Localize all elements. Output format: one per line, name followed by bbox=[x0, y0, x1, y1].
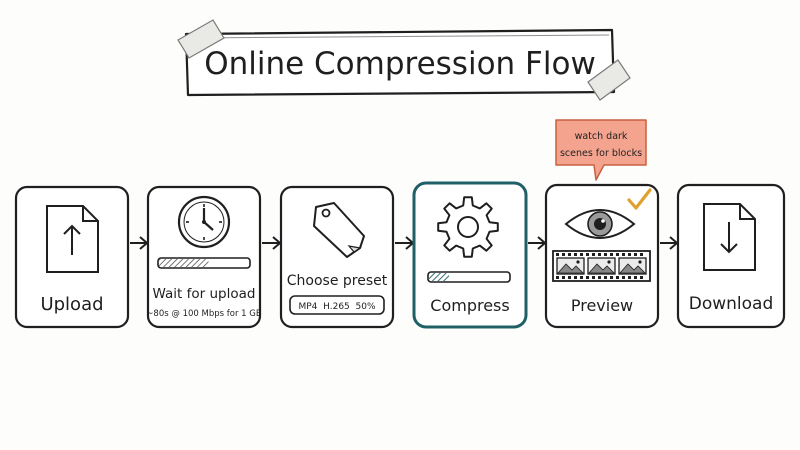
step-label: Preview bbox=[571, 296, 633, 315]
gear-icon bbox=[437, 196, 499, 258]
callout-note: watch dark scenes for blocks bbox=[555, 119, 647, 181]
step-download: Download bbox=[676, 183, 786, 329]
upload-progress-bar bbox=[157, 257, 251, 269]
title-banner: Online Compression Flow bbox=[177, 19, 631, 101]
step-label: Download bbox=[689, 294, 774, 314]
step-label: Compress bbox=[430, 296, 509, 315]
page-title: Online Compression Flow bbox=[204, 46, 596, 82]
arrow-1 bbox=[130, 236, 149, 250]
tag-icon bbox=[313, 202, 365, 258]
arrow-2 bbox=[262, 236, 282, 250]
film-strip-icon bbox=[552, 250, 651, 282]
clock-icon bbox=[177, 195, 231, 249]
tape-left bbox=[177, 19, 225, 59]
tape-right bbox=[587, 59, 631, 101]
arrow-5 bbox=[660, 236, 679, 250]
document-up-arrow-icon bbox=[46, 205, 99, 273]
step-choose-preset: Choose preset MP4 H.265 50% bbox=[279, 185, 395, 329]
callout-line-2: scenes for blocks bbox=[560, 148, 642, 159]
step-label: Wait for upload bbox=[153, 286, 256, 302]
preset-chip[interactable]: MP4 H.265 50% bbox=[289, 295, 385, 315]
arrow-3 bbox=[395, 236, 415, 250]
upload-estimate-note: ~80s @ 100 Mbps for 1 GB bbox=[146, 309, 262, 319]
step-upload: Upload bbox=[14, 185, 130, 329]
preset-value: MP4 H.265 50% bbox=[298, 302, 375, 312]
callout-line-1: watch dark bbox=[575, 131, 628, 142]
step-compress: Compress bbox=[412, 181, 528, 329]
document-down-arrow-icon bbox=[703, 203, 756, 271]
step-label: Choose preset bbox=[287, 273, 388, 289]
step-wait-for-upload: Wait for upload ~80s @ 100 Mbps for 1 GB bbox=[146, 185, 262, 329]
arrow-4 bbox=[528, 236, 547, 250]
eye-icon bbox=[564, 209, 636, 239]
checkmark-icon bbox=[627, 188, 652, 210]
step-preview: Preview bbox=[544, 183, 660, 329]
step-label: Upload bbox=[40, 294, 103, 315]
compress-progress-bar bbox=[427, 271, 511, 283]
